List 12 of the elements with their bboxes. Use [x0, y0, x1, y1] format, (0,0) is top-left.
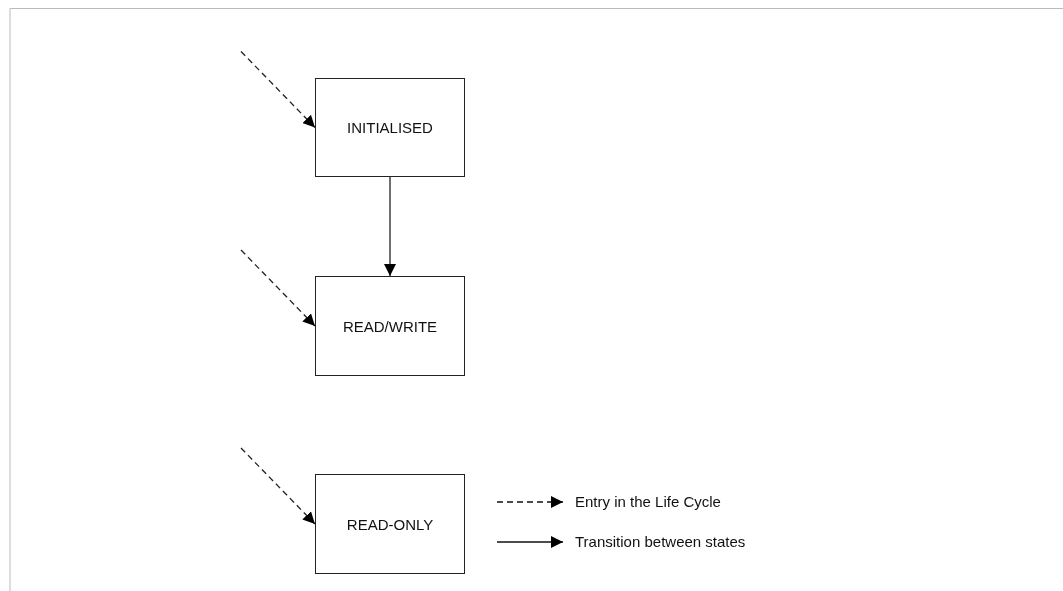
arrow [384, 176, 396, 277]
dashed-arrow [240, 50, 316, 129]
legend-text: Transition between states [575, 533, 746, 550]
state-label: READ/WRITE [342, 317, 438, 335]
state-box [315, 474, 465, 574]
dashed-arrow [240, 249, 316, 327]
state-label: READ-ONLY [346, 515, 434, 533]
state-label: INITIALISED [347, 119, 433, 136]
dashed-arrow [240, 447, 316, 525]
state-box [315, 276, 465, 376]
legend-text: Entry in the Life Cycle [575, 493, 721, 510]
state-box [315, 78, 465, 177]
